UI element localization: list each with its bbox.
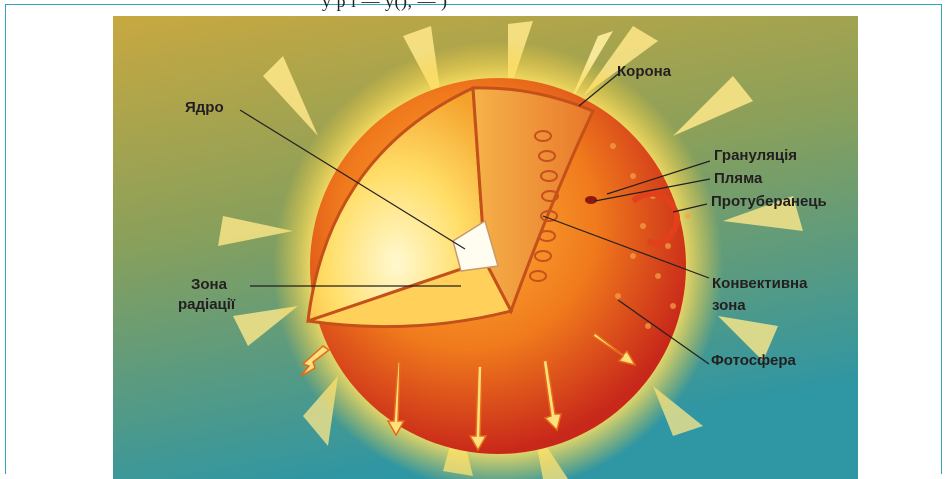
label-core: Ядро [185, 99, 224, 117]
sunspot [585, 196, 597, 204]
label-granulation: Грануляція [714, 147, 797, 165]
cropped-heading-text: у р і — у(), — ) [322, 0, 447, 12]
label-photosphere: Фотосфера [711, 352, 796, 370]
label-spot: Пляма [714, 170, 762, 188]
label-convective-zone-line2: зона [712, 297, 746, 315]
label-prominence: Протуберанець [711, 193, 827, 211]
label-convective-zone-line1: Конвективна [712, 275, 807, 293]
sun-illustration [113, 16, 858, 479]
label-radiation-zone-line2: радіації [178, 296, 235, 314]
label-radiation-zone-line1: Зона [191, 276, 227, 294]
cropped-heading: у р і — у(), — ) [0, 0, 948, 12]
label-corona: Корона [617, 63, 671, 81]
